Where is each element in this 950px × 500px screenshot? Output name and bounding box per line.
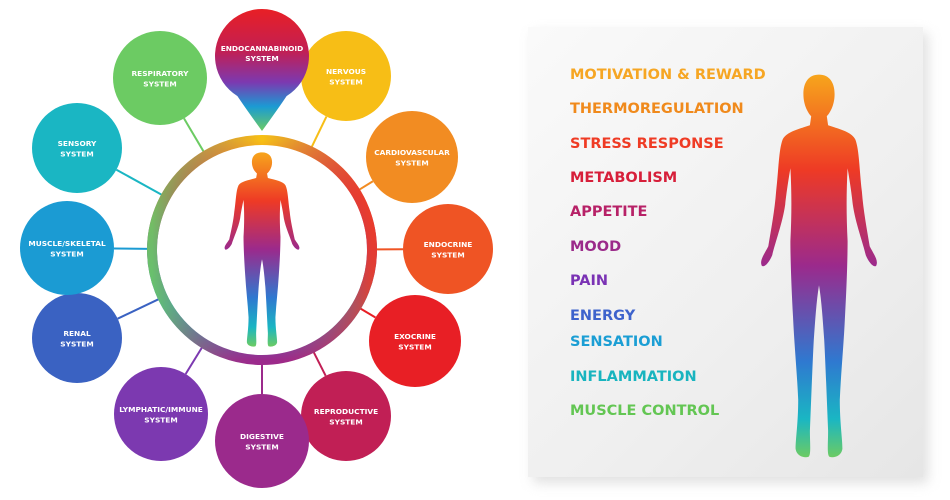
system-node: CARDIOVASCULAR SYSTEM <box>366 111 458 203</box>
system-node-label: LYMPHATIC/IMMUNE <box>119 405 203 414</box>
system-node-label: RENAL <box>63 329 91 338</box>
center-label-line1: ENDOCANNABINOID <box>221 44 304 53</box>
system-node-label: SYSTEM <box>431 251 464 260</box>
function-item: THERMOREGULATION <box>570 101 744 117</box>
connector-line <box>358 306 376 319</box>
system-node-label: SYSTEM <box>60 340 93 349</box>
system-node-label: SYSTEM <box>398 343 431 352</box>
connector-line <box>115 168 164 197</box>
system-node-circle <box>366 111 458 203</box>
system-node-label: ENDOCRINE <box>424 240 473 249</box>
system-node-label: SYSTEM <box>144 416 177 425</box>
center-label-line2: SYSTEM <box>245 54 278 63</box>
connector-line <box>117 297 161 320</box>
system-node: SENSORY SYSTEM <box>32 103 122 193</box>
system-node-circle <box>215 394 309 488</box>
system-node: LYMPHATIC/IMMUNE SYSTEM <box>114 367 208 461</box>
system-node-circle <box>301 31 391 121</box>
function-item: PAIN <box>570 273 609 289</box>
body-systems-diagram: NERVOUSSYSTEMCARDIOVASCULARSYSTEMENDOCRI… <box>20 8 493 488</box>
human-figure-small-shape <box>224 152 300 347</box>
system-node-label: RESPIRATORY <box>131 69 189 78</box>
connector-line <box>310 116 328 149</box>
system-node: REPRODUCTIVE SYSTEM <box>301 371 391 461</box>
system-node: EXOCRINE SYSTEM <box>369 295 461 387</box>
connector-line <box>183 117 206 154</box>
function-item: ENERGY <box>570 308 636 324</box>
functions-panel: MOTIVATION & REWARD THERMOREGULATION STRES… <box>528 27 923 477</box>
system-node: ENDOCRINE SYSTEM <box>403 204 493 294</box>
system-node-circle <box>114 367 208 461</box>
connector-line <box>357 180 374 192</box>
endocannabinoid-system-node: ENDOCANNABINOID SYSTEM <box>215 8 309 131</box>
function-item: MUSCLE CONTROL <box>570 403 720 419</box>
system-node-circle <box>369 295 461 387</box>
system-node-circle <box>20 201 114 295</box>
function-item: APPETITE <box>570 204 648 220</box>
function-item: MOOD <box>570 239 622 255</box>
human-figure-small <box>224 152 300 347</box>
system-node-label: SYSTEM <box>245 443 278 452</box>
system-node-label: SYSTEM <box>60 150 93 159</box>
system-node-label: DIGESTIVE <box>240 432 284 441</box>
system-node-circle <box>403 204 493 294</box>
function-item: INFLAMMATION <box>570 369 697 385</box>
connector-lines <box>113 116 404 394</box>
system-node-label: SYSTEM <box>50 250 83 259</box>
system-node: MUSCLE/SKELETAL SYSTEM <box>20 201 114 295</box>
system-node-label: SYSTEM <box>143 80 176 89</box>
center-drop-marker <box>215 8 309 131</box>
system-node: RENAL SYSTEM <box>32 293 122 383</box>
function-item: MOTIVATION & REWARD <box>570 67 766 83</box>
system-node-label: MUSCLE/SKELETAL <box>28 239 106 248</box>
system-node: NERVOUS SYSTEM <box>301 31 391 121</box>
system-node-label: CARDIOVASCULAR <box>374 148 450 157</box>
system-node: DIGESTIVE SYSTEM <box>215 394 309 488</box>
center-ring-overlay <box>147 135 377 365</box>
system-node-label: SYSTEM <box>395 159 428 168</box>
system-node-circle <box>32 293 122 383</box>
system-node-label: SENSORY <box>58 139 97 148</box>
system-node-label: SYSTEM <box>329 418 362 427</box>
human-figure-large-shape <box>761 74 877 458</box>
system-node-label: EXOCRINE <box>394 332 436 341</box>
function-item: SENSATION <box>570 334 663 350</box>
connector-line <box>184 345 204 375</box>
system-node-label: REPRODUCTIVE <box>314 407 378 416</box>
function-item: STRESS RESPONSE <box>570 136 724 152</box>
connector-line <box>312 350 327 377</box>
system-node-circle <box>113 31 207 125</box>
system-node-circle <box>301 371 391 461</box>
system-node: RESPIRATORY SYSTEM <box>113 31 207 125</box>
system-node-label: SYSTEM <box>329 78 362 87</box>
function-item: METABOLISM <box>570 170 678 186</box>
system-node-circle <box>32 103 122 193</box>
system-node-label: NERVOUS <box>326 67 366 76</box>
human-figure-large <box>761 74 877 458</box>
